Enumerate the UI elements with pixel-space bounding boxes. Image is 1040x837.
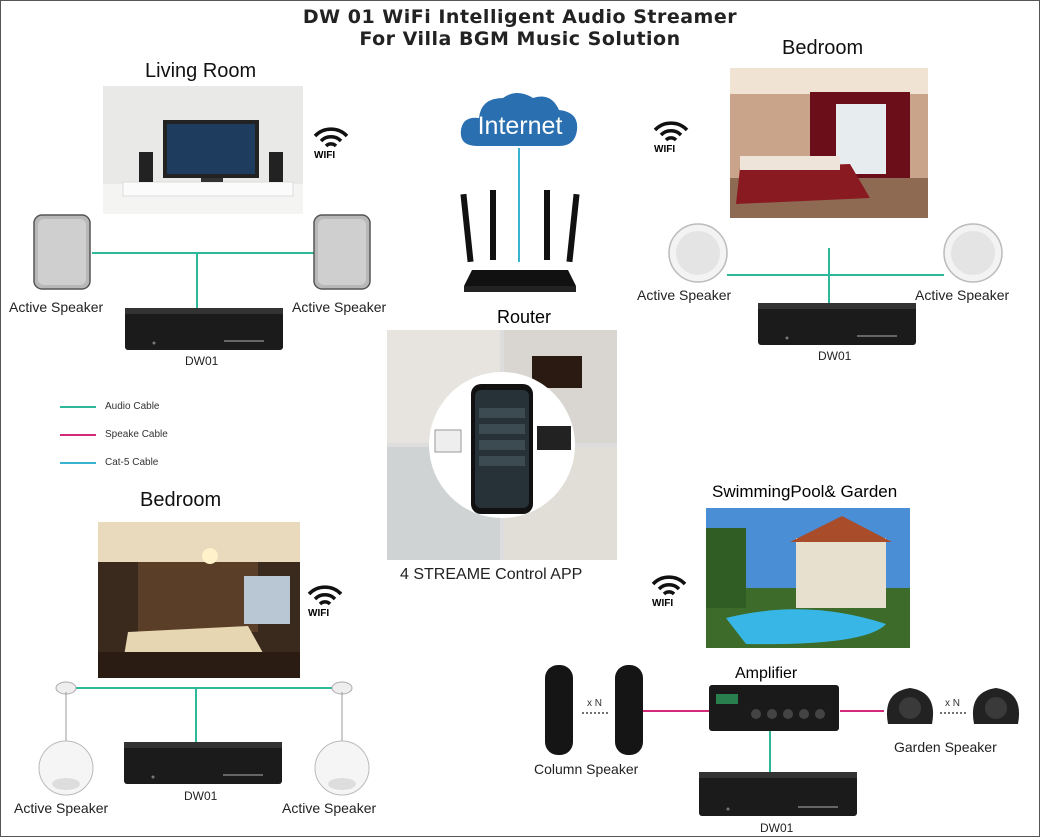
bedroom-bottom-left-speaker-label: Active Speaker xyxy=(14,800,109,816)
pool-garden-photo xyxy=(706,508,910,648)
column-speaker-icon xyxy=(545,665,573,755)
wifi-label: WIFI xyxy=(654,144,676,155)
garden-speaker-icon xyxy=(886,688,934,724)
pool-dw01-label: DW01 xyxy=(760,821,794,835)
bedroom-bottom-title: Bedroom xyxy=(140,489,222,511)
amplifier-label: Amplifier xyxy=(735,665,798,682)
wifi-icon xyxy=(313,127,349,148)
active-speaker-icon xyxy=(313,214,371,290)
router-label: Router xyxy=(497,307,552,327)
wifi-icon xyxy=(653,121,689,142)
legend-audio-label: Audio Cable xyxy=(105,401,160,412)
title-line-2: For Villa BGM Music Solution xyxy=(359,28,681,50)
title-line-1: DW 01 WiFi Intelligent Audio Streamer xyxy=(302,6,738,28)
living-room-photo xyxy=(103,86,303,214)
living-dw01-label: DW01 xyxy=(185,354,219,368)
column-speaker-icon xyxy=(615,665,643,755)
pendant-speaker-icon xyxy=(314,681,370,796)
pool-garden-title: SwimmingPool& Garden xyxy=(712,482,898,501)
legend-cat5-swatch xyxy=(60,462,96,464)
diagram-title: DW 01 WiFi Intelligent Audio Streamer Fo… xyxy=(240,6,800,50)
legend-speaker-swatch xyxy=(60,434,96,436)
living-right-speaker-label: Active Speaker xyxy=(292,299,387,315)
dw01-device-icon xyxy=(124,742,282,784)
column-multiplier: x N xyxy=(587,698,602,709)
column-speaker-label: Column Speaker xyxy=(534,761,639,777)
bedroom-bottom-dw01-label: DW01 xyxy=(184,789,218,803)
internet-label: Internet xyxy=(477,112,563,140)
garden-speaker-label: Garden Speaker xyxy=(894,739,997,755)
wifi-label: WIFI xyxy=(652,598,674,609)
garden-speaker-icon xyxy=(972,688,1020,724)
dw01-device-icon xyxy=(758,303,916,345)
garden-multiplier: x N xyxy=(945,698,960,709)
living-room-title: Living Room xyxy=(145,60,257,82)
active-speaker-icon xyxy=(33,214,91,290)
wifi-icon xyxy=(307,585,343,606)
app-label: 4 STREAME Control APP xyxy=(400,566,583,583)
bedroom-top-dw01-label: DW01 xyxy=(818,349,852,363)
app-collage xyxy=(387,330,617,560)
bedroom-bottom-right-speaker-label: Active Speaker xyxy=(282,800,377,816)
ceiling-speaker-icon xyxy=(668,223,728,283)
wifi-icon xyxy=(651,575,687,596)
dw01-device-icon xyxy=(699,772,857,816)
bedroom-top-photo xyxy=(730,68,928,218)
pendant-speaker-icon xyxy=(38,681,94,796)
legend-speaker-label: Speake Cable xyxy=(105,429,168,440)
cloud-icon xyxy=(460,93,578,146)
router-icon xyxy=(460,190,580,292)
bedroom-bottom-photo xyxy=(98,522,300,678)
wifi-label: WIFI xyxy=(308,608,330,619)
ceiling-speaker-icon xyxy=(943,223,1003,283)
dw01-device-icon xyxy=(125,308,283,350)
bedroom-top-right-speaker-label: Active Speaker xyxy=(915,287,1010,303)
bedroom-top-left-speaker-label: Active Speaker xyxy=(637,287,732,303)
living-left-speaker-label: Active Speaker xyxy=(9,299,104,315)
wifi-label: WIFI xyxy=(314,150,336,161)
legend-audio-swatch xyxy=(60,406,96,408)
amplifier-icon xyxy=(709,685,839,731)
bedroom-top-title: Bedroom xyxy=(782,37,864,59)
legend-cat5-label: Cat-5 Cable xyxy=(105,457,159,468)
